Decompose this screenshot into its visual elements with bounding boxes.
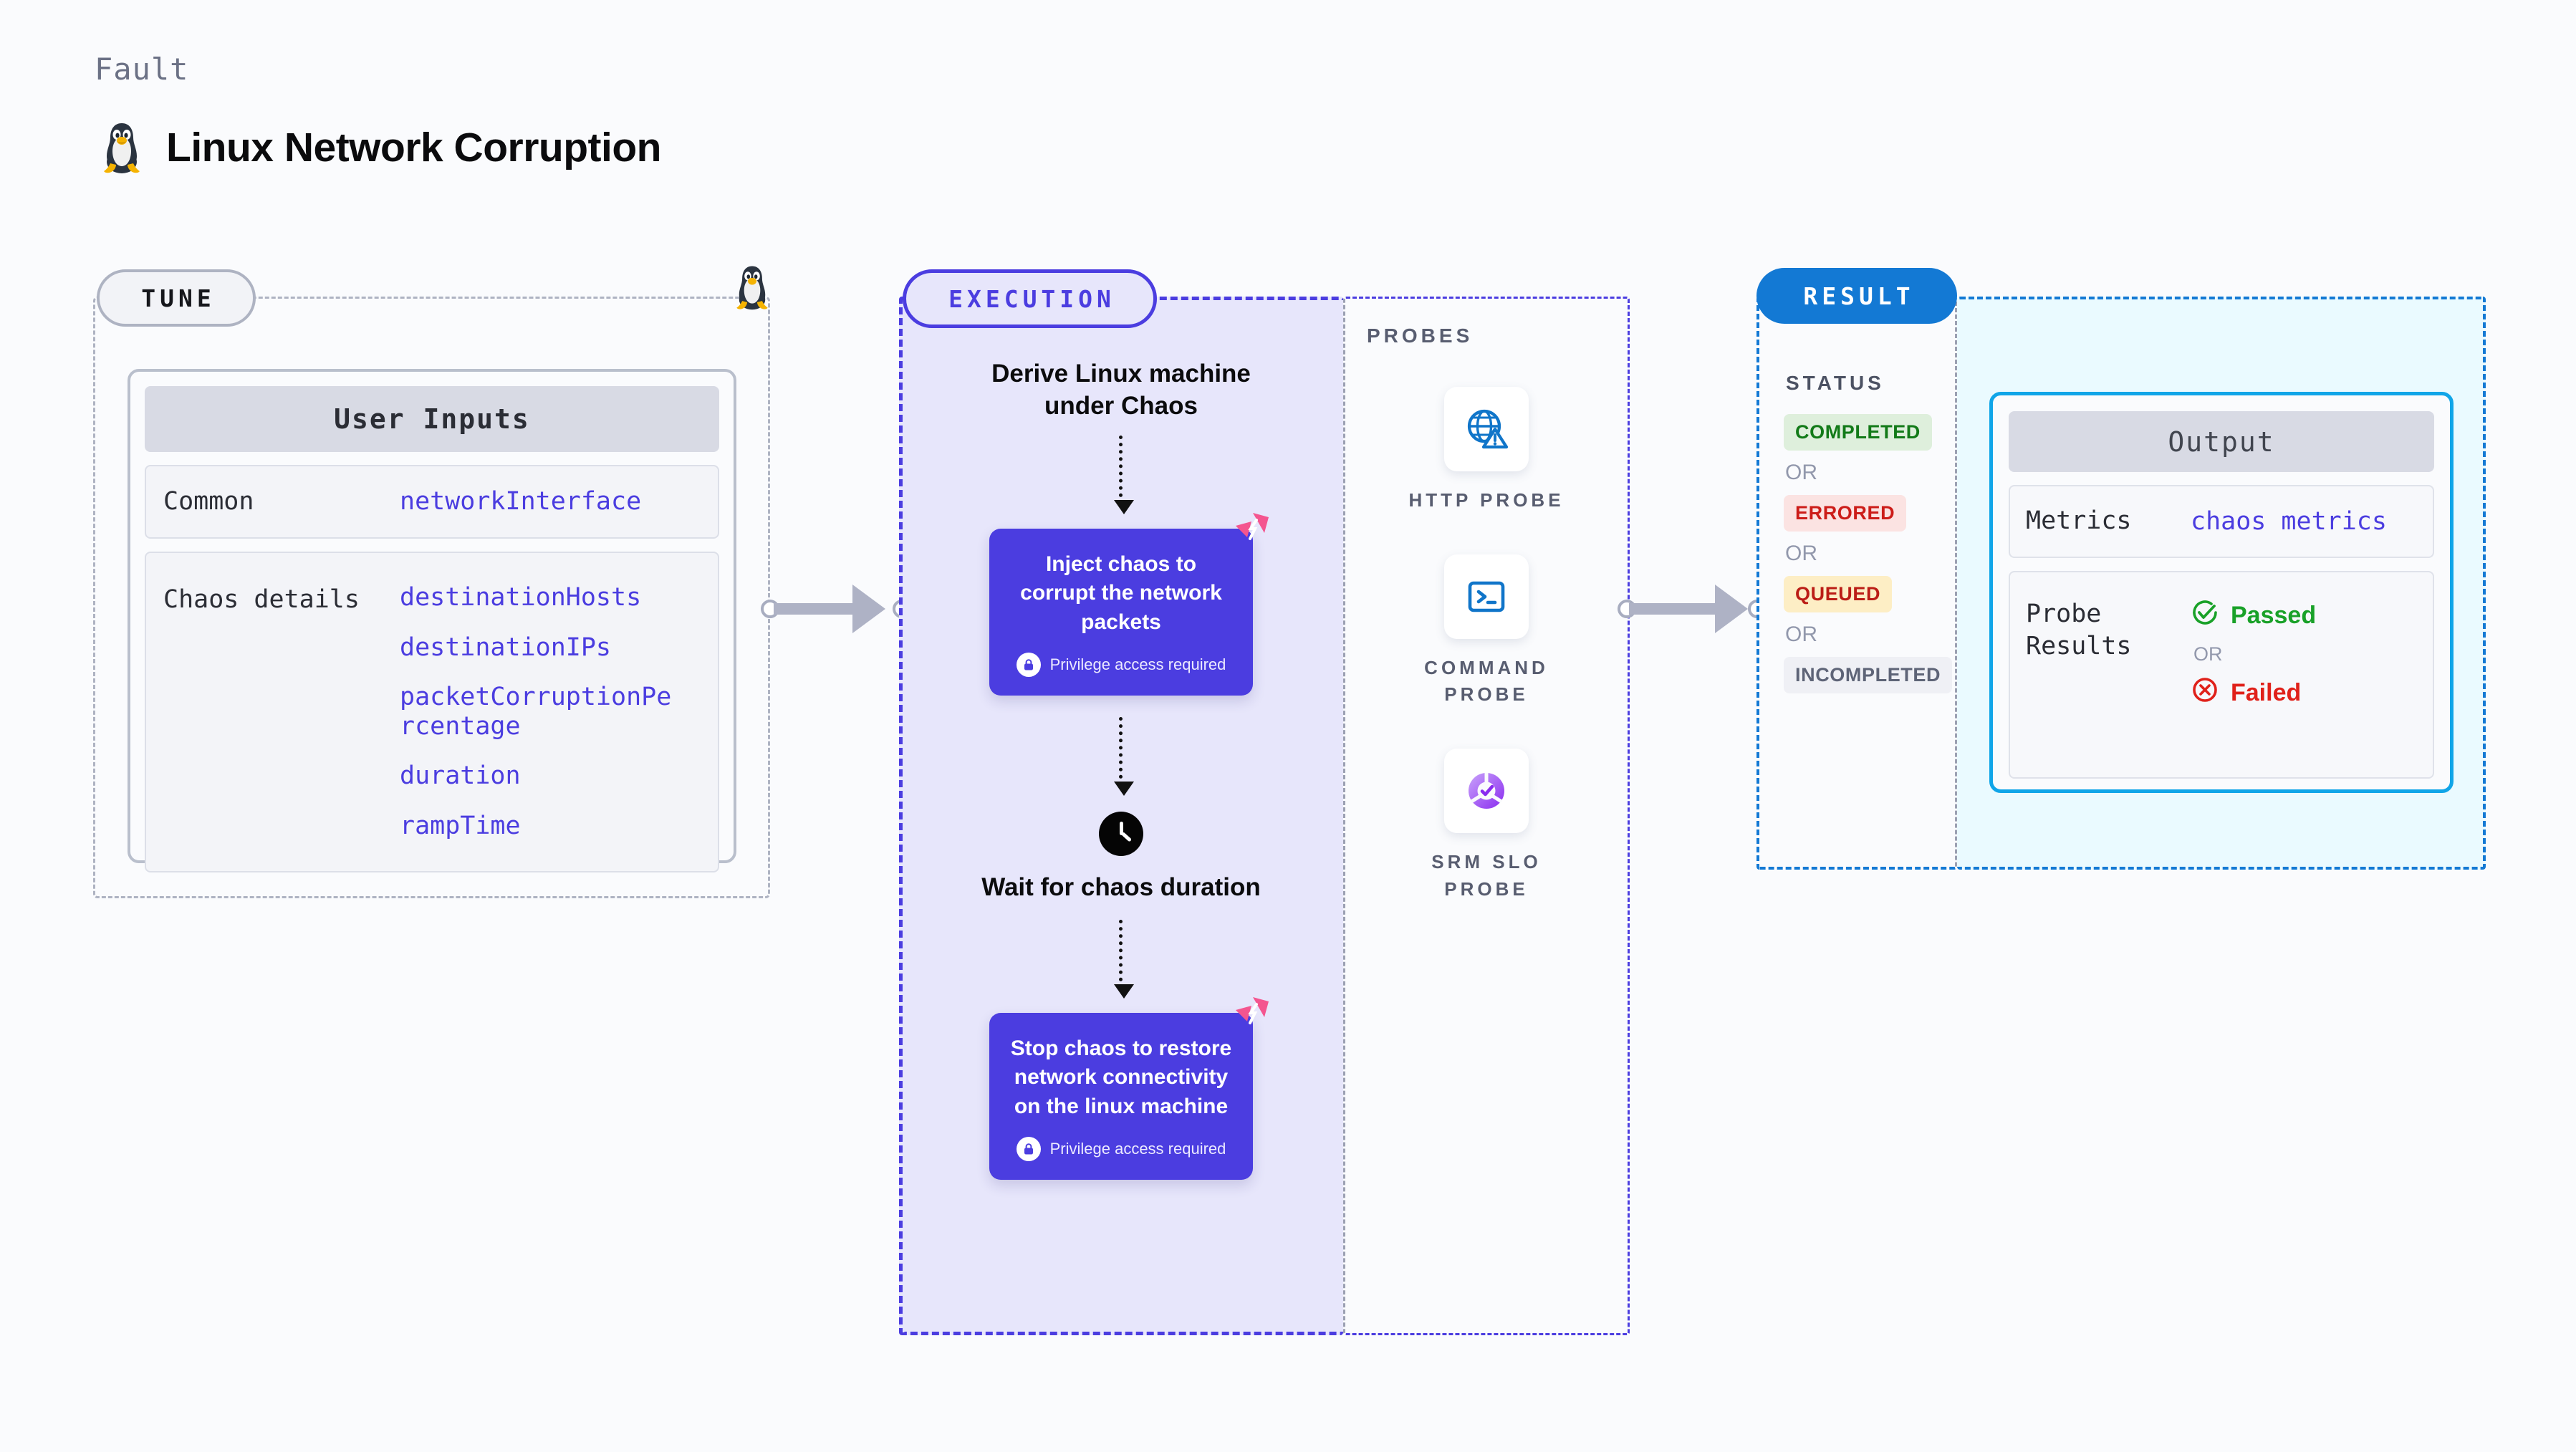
execution-flow: Derive Linux machine under Chaos Inject … (899, 358, 1343, 1181)
connector-arrowhead (1715, 585, 1748, 633)
output-key: Metrics (2026, 506, 2132, 535)
output-row-probe-results: Probe Results Passed OR (2009, 570, 2434, 779)
connector-probes-result (1618, 584, 1775, 634)
probe-result-passed: Passed (2191, 598, 2316, 633)
flow-arrow (1114, 717, 1134, 797)
input-value: duration (400, 761, 521, 791)
user-inputs-header: User Inputs (145, 386, 719, 452)
probe-label: HTTP PROBE (1408, 489, 1565, 511)
connector-tune-execution (761, 584, 911, 634)
harness-mark-icon (1233, 994, 1272, 1037)
status-badge-queued: QUEUED (1784, 576, 1893, 612)
input-value: destinationIPs (400, 633, 612, 662)
or-label: OR (2193, 643, 2223, 665)
status-stack: COMPLETED OR ERRORED OR QUEUED OR INCOMP… (1784, 414, 1953, 693)
chaos-step-stop[interactable]: Stop chaos to restore network connectivi… (989, 996, 1269, 1181)
flow-step-title: Wait for chaos duration (981, 873, 1261, 902)
probe-list: HTTP PROBE COMMAND PROBE (1343, 387, 1630, 903)
input-value: networkInterface (400, 486, 642, 516)
chaos-step-inject[interactable]: Inject chaos to corrupt the network pack… (989, 512, 1269, 696)
status-title: STATUS (1786, 372, 1885, 394)
output-card: Output Metrics chaos metrics Probe Resul… (1989, 392, 2454, 793)
input-value: destinationHosts (400, 583, 642, 612)
privilege-note: Privilege access required (1049, 1140, 1226, 1158)
input-row-chaos-details: Chaos details destinationHosts destinati… (145, 552, 719, 873)
probes-title: PROBES (1367, 324, 1474, 347)
output-value: chaos metrics (2191, 506, 2387, 536)
flow-arrow (1114, 919, 1134, 999)
lock-icon (1016, 1137, 1041, 1162)
lock-icon (1016, 653, 1041, 678)
probe-result-label: Failed (2231, 678, 2302, 706)
output-row-metrics: Metrics chaos metrics (2009, 485, 2434, 558)
input-value: rampTime (400, 811, 521, 840)
tune-badge: TUNE (97, 269, 256, 327)
input-value: packetCorruptionPercentage (400, 682, 672, 741)
slo-check-icon (1444, 749, 1529, 834)
chaos-step-label: Inject chaos to corrupt the network pack… (1020, 552, 1222, 634)
probe-result-failed: Failed (2191, 675, 2316, 711)
tux-penguin-icon (99, 120, 145, 175)
or-label: OR (1785, 461, 1817, 484)
probe-item-srm-slo[interactable]: SRM SLO PROBE (1404, 749, 1569, 903)
status-badge-errored: ERRORED (1784, 495, 1907, 532)
clock-icon (1099, 812, 1143, 857)
user-inputs-card: User Inputs Common networkInterface Chao… (128, 369, 736, 873)
input-row-common: Common networkInterface (145, 465, 719, 539)
execution-badge: EXECUTION (903, 269, 1157, 328)
probe-label: SRM SLO PROBE (1431, 851, 1542, 900)
result-badge: RESULT (1756, 268, 1957, 324)
flow-step-title: Derive Linux machine under Chaos (991, 360, 1251, 420)
input-key: Common (163, 487, 254, 516)
connector-line (1629, 603, 1719, 615)
or-label: OR (1785, 542, 1817, 565)
status-badge-completed: COMPLETED (1784, 414, 1932, 451)
output-header: Output (2009, 411, 2434, 472)
terminal-icon (1444, 554, 1529, 639)
chaos-step-label: Stop chaos to restore network connectivi… (1010, 1036, 1232, 1118)
flow-arrow (1114, 435, 1134, 514)
globe-warning-icon (1443, 387, 1529, 471)
probe-result-label: Passed (2231, 601, 2317, 629)
connector-arrowhead (852, 585, 885, 633)
page-kicker: Fault (95, 52, 189, 87)
status-badge-incompleted: INCOMPLETED (1784, 657, 1953, 693)
page-title: Linux Network Corruption (166, 125, 661, 170)
check-circle-icon (2191, 598, 2219, 633)
connector-dot (1618, 600, 1636, 618)
privilege-note: Privilege access required (1049, 655, 1226, 674)
probe-item-command[interactable]: COMMAND PROBE (1404, 554, 1569, 708)
output-key: Probe Results (2026, 599, 2132, 661)
probe-item-http[interactable]: HTTP PROBE (1408, 387, 1564, 514)
page-title-row: Linux Network Corruption (99, 120, 661, 175)
tux-penguin-icon (732, 264, 772, 314)
input-key: Chaos details (163, 585, 360, 615)
connector-line (774, 603, 858, 615)
probe-label: COMMAND PROBE (1424, 656, 1549, 706)
or-label: OR (1785, 622, 1817, 646)
x-circle-icon (2191, 675, 2219, 711)
harness-mark-icon (1233, 510, 1272, 552)
